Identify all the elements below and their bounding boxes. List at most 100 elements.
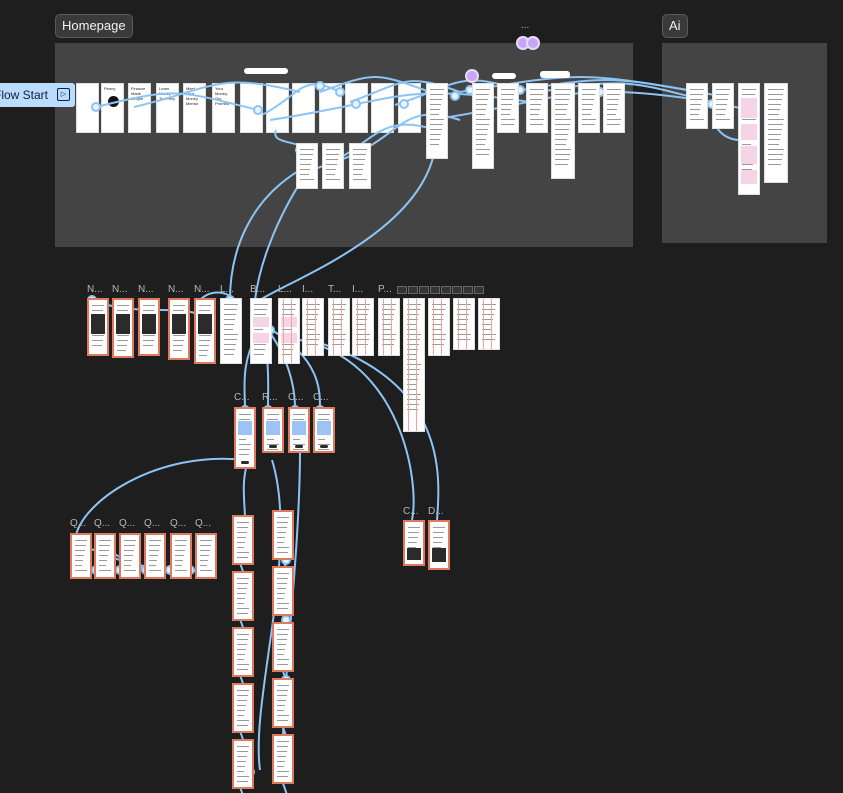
prototype-frame[interactable] [603,83,625,133]
frame-title[interactable]: N... [87,284,103,295]
prototype-frame[interactable] [526,83,548,133]
note-sticker[interactable] [540,71,570,78]
image-thumbnail[interactable] [452,286,462,294]
frame-title[interactable]: Q... [119,518,136,529]
image-thumbnail[interactable] [419,286,429,294]
prototype-frame[interactable] [403,298,425,432]
prototype-frame[interactable] [349,143,371,189]
prototype-frame[interactable] [262,407,284,453]
prototype-frame[interactable] [686,83,708,129]
homepage-frame[interactable] [292,83,315,133]
frame-title[interactable]: D... [428,506,444,517]
prototype-frame[interactable] [194,298,216,364]
connector-line[interactable] [259,139,437,301]
prototype-frame[interactable] [232,627,254,677]
image-thumbnail[interactable] [430,286,440,294]
connector-node[interactable] [315,81,325,91]
prototype-frame[interactable] [288,407,310,453]
prototype-frame[interactable] [712,83,734,129]
prototype-frame[interactable] [497,83,519,133]
frame-title[interactable]: N... [138,284,154,295]
frame-title[interactable]: R... [262,392,278,403]
homepage-frame[interactable] [371,83,394,133]
image-thumbnail[interactable] [397,286,407,294]
prototype-frame[interactable] [138,298,160,356]
frame-title[interactable]: Q... [195,518,212,529]
frame-title[interactable]: Q... [94,518,111,529]
homepage-frame[interactable]: Your Money, Our Promise [212,83,235,133]
prototype-frame[interactable] [764,83,788,183]
connector-line[interactable] [261,83,341,116]
prototype-frame[interactable] [551,83,575,179]
frame-title[interactable]: I... [302,284,314,295]
flow-start-button[interactable]: Flow Start ▷ [0,83,75,107]
prototype-frame[interactable] [232,683,254,733]
prototype-frame[interactable] [250,298,272,364]
prototype-frame[interactable] [302,298,324,356]
prototype-frame[interactable] [403,520,425,566]
image-thumbnail[interactable] [441,286,451,294]
prototype-frame[interactable] [278,298,300,364]
prototype-frame[interactable] [170,533,192,579]
prototype-frame[interactable] [168,298,190,360]
homepage-frame[interactable]: Penny [101,83,124,133]
frame-title[interactable]: C... [403,506,419,517]
frame-title[interactable]: L... [220,284,234,295]
frame-title[interactable]: Q... [170,518,187,529]
connector-node[interactable] [351,99,361,109]
image-thumbnail[interactable] [408,286,418,294]
note-sticker[interactable] [244,68,288,74]
frame-title[interactable]: N... [194,284,210,295]
ai-section-label[interactable]: Ai [662,14,688,38]
prototype-frame[interactable] [119,533,141,579]
prototype-frame[interactable] [232,515,254,565]
image-thumbnail[interactable] [474,286,484,294]
frame-title[interactable]: C... [288,392,304,403]
connector-node[interactable] [253,105,263,115]
prototype-frame[interactable] [94,533,116,579]
frame-title[interactable]: P... [378,284,392,295]
prototype-frame[interactable] [272,622,294,672]
prototype-frame[interactable] [220,298,242,364]
connector-line[interactable] [95,92,259,111]
frame-title[interactable]: Q... [144,518,161,529]
note-sticker[interactable] [492,73,516,79]
prototype-frame[interactable] [352,298,374,356]
frame-title[interactable]: C... [313,392,329,403]
connector-node[interactable] [335,87,345,97]
connector-line[interactable] [267,329,296,409]
prototype-frame[interactable] [232,571,254,621]
prototype-frame[interactable] [70,533,92,579]
connector-line[interactable] [133,81,301,108]
prototype-frame[interactable] [272,566,294,616]
prototype-frame[interactable] [272,734,294,784]
connector-line[interactable] [309,339,440,521]
connector-node[interactable] [450,91,460,101]
prototype-frame[interactable] [453,298,475,350]
connector-line[interactable] [74,457,246,541]
prototype-frame[interactable] [428,298,450,356]
prototype-frame[interactable] [234,407,256,469]
prototype-frame[interactable] [472,83,494,169]
frame-title[interactable]: L... [278,284,292,295]
connector-node[interactable] [91,102,101,112]
connector-node[interactable] [399,99,409,109]
frame-title[interactable]: N... [112,284,128,295]
frame-title[interactable]: I... [352,284,364,295]
prototype-frame[interactable] [195,533,217,579]
frame-title[interactable]: B... [250,284,266,295]
connector-line[interactable] [319,76,431,93]
homepage-section-label[interactable]: Homepage [55,14,133,38]
prototype-frame[interactable] [738,83,760,195]
frame-title[interactable]: T... [328,284,342,295]
prototype-frame[interactable] [426,83,448,159]
prototype-frame[interactable] [144,533,166,579]
prototype-frame[interactable] [428,520,450,570]
prototype-frame[interactable] [112,298,134,358]
image-thumbnail[interactable] [463,286,473,294]
prototype-frame[interactable] [378,298,400,356]
prototype-frame[interactable] [328,298,350,356]
prototype-frame[interactable] [87,298,109,356]
prototype-frame[interactable] [296,143,318,189]
frame-title[interactable]: Q... [70,518,87,529]
